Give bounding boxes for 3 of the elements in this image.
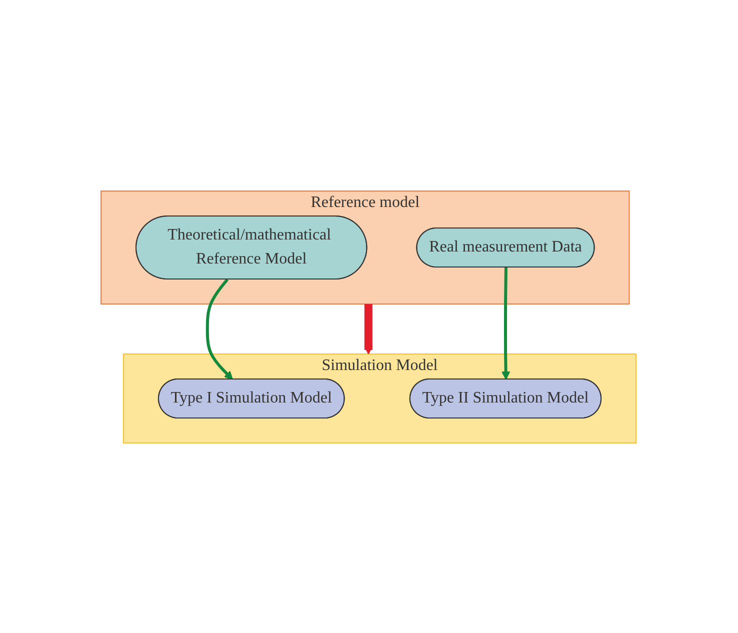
arrow [502,266,511,380]
arrow [364,304,374,354]
arrow [206,278,234,380]
